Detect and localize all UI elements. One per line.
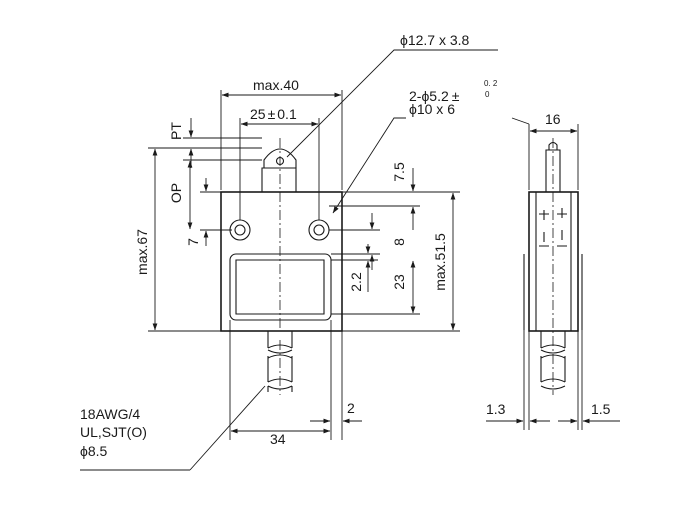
label-roller: ϕ12.7 x 3.8 (400, 32, 470, 48)
label-holes-tol-lower: 0 (485, 90, 490, 99)
label-two: 2 (347, 400, 355, 416)
label-pitch25: 25±0.1 (250, 106, 297, 122)
label-holes-tol-upper: 0. 2 (484, 79, 498, 88)
cable-front (267, 331, 293, 395)
dimension-labels: ϕ12.7 x 3.8 2-ϕ5.2± 0. 2 0 ϕ10 x 6 max.4… (80, 32, 611, 471)
body-window (229, 253, 332, 321)
cable-side (540, 331, 566, 390)
label-eight: 8 (391, 238, 407, 246)
label-one-five: 1.5 (591, 401, 611, 417)
label-twentythree: 23 (391, 274, 407, 290)
label-holes: 2-ϕ5.2± (409, 88, 460, 104)
label-counterbore: ϕ10 x 6 (409, 101, 455, 117)
label-cable-3: ϕ8.5 (80, 443, 108, 459)
label-max40: max.40 (253, 77, 299, 93)
label-sixteen: 16 (545, 111, 561, 127)
label-op: OP (168, 183, 184, 203)
label-cable-2: UL,SJT(O) (80, 424, 147, 440)
label-thirtyfour: 34 (270, 431, 286, 447)
label-pt: PT (168, 122, 184, 140)
label-seven-five: 7.5 (391, 162, 407, 182)
label-cable-1: 18AWG/4 (80, 406, 140, 422)
plunger (261, 167, 297, 192)
label-one-three: 1.3 (486, 401, 506, 417)
mounting-hole-left (229, 219, 251, 241)
label-two-two: 2.2 (348, 272, 364, 292)
label-max67: max.67 (134, 229, 150, 275)
front-view (148, 49, 498, 471)
side-body (528, 191, 579, 332)
switch-body (220, 191, 343, 332)
label-max51-5: max.51.5 (432, 233, 448, 291)
label-seven-left: 7 (185, 238, 201, 246)
side-view (486, 117, 620, 430)
mounting-hole-right (308, 219, 330, 241)
